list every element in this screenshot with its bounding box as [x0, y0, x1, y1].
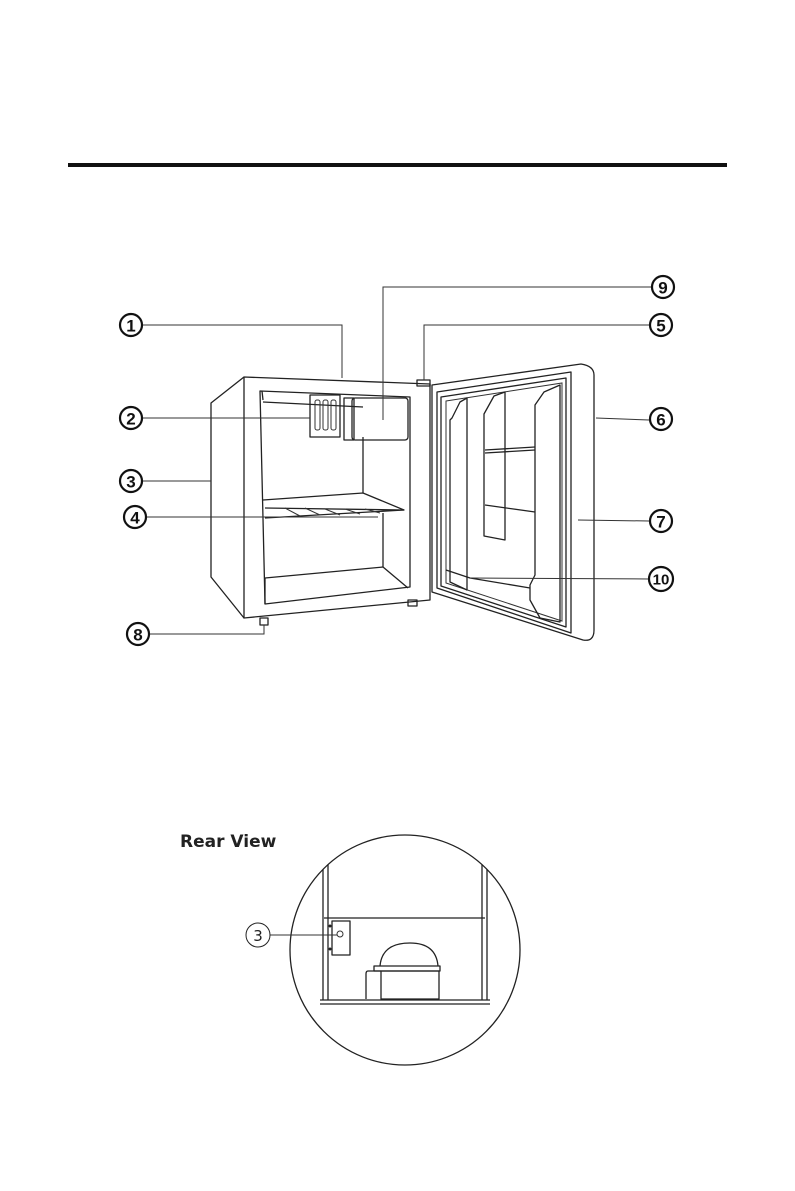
callout-label: 4 — [130, 509, 140, 528]
callout-label: 10 — [653, 572, 670, 589]
callout-label: 3 — [126, 473, 135, 492]
callout-label: 1 — [126, 317, 135, 336]
callout-label: 2 — [126, 410, 135, 429]
callout-4: 4 — [122, 504, 148, 530]
callout-10: 10 — [647, 565, 675, 593]
compressor — [365, 942, 441, 1000]
evaporator — [309, 394, 409, 441]
callout-3: 3 — [118, 468, 144, 494]
rear-view-title: Rear View — [180, 832, 277, 852]
foot — [407, 599, 418, 607]
callout-label: 5 — [656, 317, 665, 336]
callout-9: 9 — [650, 274, 676, 300]
leader-lines — [143, 286, 651, 635]
callout-label: 7 — [656, 513, 665, 532]
section-divider — [68, 163, 727, 167]
rear-view-magnifier — [289, 834, 521, 1066]
callout-label: 8 — [133, 626, 142, 645]
callout-5: 5 — [648, 312, 674, 338]
fridge-cabinet — [210, 376, 431, 626]
callout-label: 9 — [658, 279, 667, 298]
callout-6: 6 — [648, 406, 674, 432]
rear-view-diagram: 3 — [245, 834, 521, 1066]
callout-label: 3 — [253, 927, 263, 945]
rear-callout-3: 3 — [245, 922, 271, 948]
thermostat-panel — [331, 920, 351, 956]
callout-8: 8 — [125, 621, 151, 647]
fridge-door — [431, 363, 595, 641]
callout-1: 1 — [118, 312, 144, 338]
wire-shelf — [284, 507, 381, 517]
callout-7: 7 — [648, 508, 674, 534]
leveling-leg — [259, 617, 269, 626]
callout-label: 6 — [656, 411, 665, 430]
callout-2: 2 — [118, 405, 144, 431]
